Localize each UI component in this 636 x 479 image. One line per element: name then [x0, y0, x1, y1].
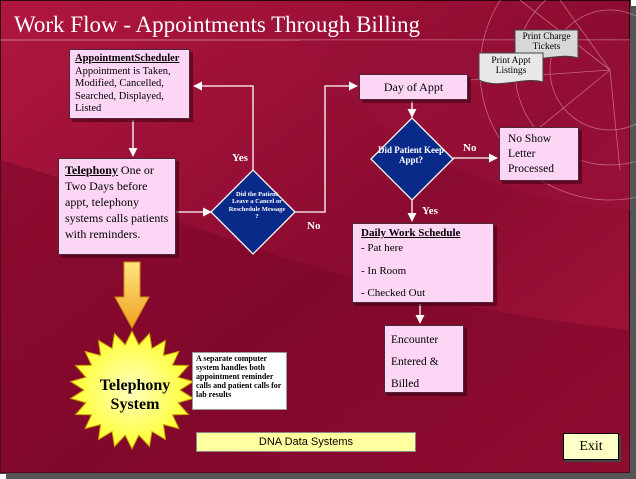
print-appt-line: Print Appt	[491, 56, 531, 66]
telephony-system-starburst	[69, 329, 195, 451]
no-label-keep: No	[463, 142, 477, 154]
encounter-line: Billed	[391, 377, 420, 390]
cancel-decision-diamond	[210, 169, 296, 255]
telephony-system-line: System	[110, 396, 160, 414]
daily-schedule-item: - Pat here	[361, 241, 404, 254]
appointment-line: Searched, Displayed,	[75, 90, 164, 102]
telephony-system-label: Telephony System	[80, 376, 190, 414]
appointment-line: Appointment is Taken,	[75, 65, 171, 77]
telephony-system-line: Telephony	[99, 377, 171, 394]
flow-connectors	[128, 81, 498, 324]
separate-system-note: A separate computer system handles both …	[192, 352, 287, 410]
no-show-box: No Show Letter Processed	[499, 127, 579, 181]
telephony-reminder-box: Telephony One or Two Days before appt, t…	[58, 158, 176, 255]
encounter-box: Encounter Entered & Billed	[384, 325, 464, 393]
dna-data-systems-banner: DNA Data Systems	[196, 432, 416, 452]
print-charge-line: Tickets	[532, 42, 561, 53]
yes-label-keep: Yes	[422, 205, 438, 217]
daily-schedule-item: - In Room	[361, 264, 407, 277]
day-of-appt-box: Day of Appt	[359, 74, 468, 100]
telephony-heading: Telephony	[65, 163, 118, 177]
appointment-scheduler-heading: AppointmentScheduler	[75, 53, 180, 64]
appointment-line: Modified, Cancelled,	[75, 78, 164, 90]
exit-button[interactable]: Exit	[563, 433, 619, 460]
appointment-scheduler-box: AppointmentScheduler Appointment is Take…	[69, 49, 190, 119]
encounter-line: Encounter	[391, 334, 439, 346]
encounter-line: Entered &	[391, 355, 439, 368]
no-label-cancel: No	[307, 220, 321, 232]
daily-work-schedule-box: Daily Work Schedule - Pat here - In Room…	[352, 223, 494, 303]
daily-schedule-heading: Daily Work Schedule	[361, 227, 461, 239]
print-appt-document-icon	[478, 52, 544, 85]
appointment-line: Listed	[75, 103, 102, 115]
print-charge-tickets-label[interactable]: Print Charge Tickets	[515, 32, 578, 53]
cancel-decision-text: Did the Patient Leave a Cancel or Resche…	[228, 191, 286, 221]
keep-appt-decision-text: Did Patient Keep Appt?	[378, 145, 444, 166]
yes-label-cancel: Yes	[232, 152, 248, 164]
telephony-description: One or Two Days before appt, telephony s…	[65, 163, 169, 241]
daily-schedule-item: - Checked Out	[361, 287, 426, 300]
print-charge-line: Print Charge	[522, 32, 571, 42]
no-show-line: Processed	[508, 162, 554, 175]
page-title: Work Flow - Appointments Through Billing	[14, 12, 420, 37]
print-appt-line: Listings	[495, 66, 527, 77]
down-arrow-icon	[114, 261, 150, 330]
no-show-line: Letter	[508, 147, 536, 160]
keep-appt-decision-diamond	[370, 117, 454, 201]
print-appt-listings-label[interactable]: Print Appt Listings	[479, 56, 543, 77]
no-show-line: No Show	[508, 133, 552, 145]
